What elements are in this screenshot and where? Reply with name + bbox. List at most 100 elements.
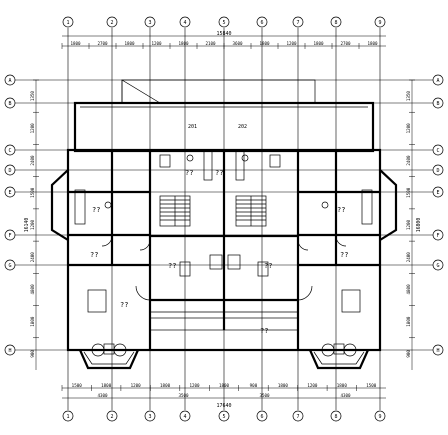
axis-bubble-right [432,97,444,109]
dimension-value-left: 4800 [30,284,35,295]
room-label: ?? [337,206,345,214]
dimension-value-bottom: 1500 [72,383,83,388]
axis-bubble-right [432,344,444,356]
dimension-value-bottom: 1800 [160,383,171,388]
dimension-value-right: 2400 [406,252,411,263]
axis-bubble-right [432,144,444,156]
dimension-value-left: 2400 [30,155,35,166]
axis-label-right: B [436,101,439,107]
axis-bubble-top [256,16,268,28]
axis-bubble-left [4,97,16,109]
dimension-value-bottom-sub: 4300 [97,393,108,398]
bay-window-chairs [91,343,357,357]
axis-label-top: 8 [334,20,337,26]
axis-bubble-right [432,259,444,271]
axis-label-right: E [436,190,439,196]
room-label: ?? [120,301,128,309]
axis-bubble-bottom [144,410,156,422]
axis-label-bottom: 3 [148,414,151,420]
axis-bubble-bottom [374,410,386,422]
bathroom-fixtures [74,149,373,225]
axis-label-left: B [8,101,11,107]
axis-label-right: H [436,348,439,354]
room-label: ?? [340,251,348,259]
dimension-value-right: 1200 [406,219,411,230]
axis-label-bottom: 2 [110,414,113,420]
axis-bubble-right [432,229,444,241]
axis-bubble-top [218,16,230,28]
axis-label-left: D [8,168,11,174]
dimension-overall-left: 16140 [24,218,30,233]
axis-bubble-right [432,74,444,86]
axis-label-bottom: 9 [378,414,381,420]
dimension-value-top: 1800 [70,41,81,46]
dimension-value-left: 1500 [30,187,35,198]
axis-bubble-bottom [218,410,230,422]
exterior-walls [50,79,398,370]
room-label: ?? [168,262,176,270]
axis-bubble-right [432,164,444,176]
dimension-value-left: 1350 [30,91,35,102]
axis-label-left: H [8,348,11,354]
dimension-value-bottom: 1800 [101,383,112,388]
axis-label-bottom: 7 [296,414,299,420]
axis-bubble-bottom [256,410,268,422]
axis-label-top: 3 [148,20,151,26]
dimension-value-bottom: 1500 [366,383,377,388]
room-label: ?? [260,327,268,335]
axis-label-top: 7 [296,20,299,26]
dimension-value-bottom: 1800 [278,383,289,388]
dimension-value-right: 1200 [406,123,411,134]
dimension-value-right: 4800 [406,284,411,295]
axis-bubble-bottom [179,410,191,422]
axis-label-left: A [8,78,11,84]
room-marker: 201 [188,124,197,130]
axis-label-left: E [8,190,11,196]
axis-label-right: A [436,78,439,84]
axis-label-left: F [8,233,11,239]
room-label: ?? [215,169,223,177]
dimension-value-top: 1800 [259,41,270,46]
axis-bubble-bottom [106,410,118,422]
axis-bubble-bottom [62,410,74,422]
dimension-value-top: 1200 [151,41,162,46]
dimension-value-bottom-sub: 3500 [259,393,270,398]
room-label: ?? [264,262,272,270]
axis-label-top: 4 [183,20,186,26]
axis-label-bottom: 1 [66,414,69,420]
dimension-value-bottom: 1200 [131,383,142,388]
axis-bubble-left [4,74,16,86]
axis-label-right: D [436,168,439,174]
dimension-value-left: 900 [30,350,35,358]
axis-label-top: 1 [66,20,69,26]
axis-label-bottom: 8 [334,414,337,420]
dimension-value-left: 1800 [30,316,35,327]
room-label: ?? [185,169,193,177]
axis-label-bottom: 4 [183,414,186,420]
dimension-value-right: 900 [406,350,411,358]
dimension-value-bottom-sub: 3500 [178,393,189,398]
room-marker: 202 [238,124,247,130]
axis-label-top: 2 [110,20,113,26]
dimension-value-bottom-sub: 4300 [340,393,351,398]
dimension-value-bottom: 1800 [337,383,348,388]
dimension-value-left: 2400 [30,252,35,263]
axis-bubble-left [4,229,16,241]
axis-bubble-bottom [330,410,342,422]
dimension-value-bottom: 900 [250,383,258,388]
dimension-value-left: 1200 [30,219,35,230]
dimension-value-left: 1200 [30,123,35,134]
dimension-value-bottom: 1200 [307,383,318,388]
staircase-left [159,195,191,227]
axis-label-bottom: 5 [222,414,225,420]
dimension-value-right: 1500 [406,187,411,198]
axis-bubble-left [4,186,16,198]
axis-bubble-bottom [292,410,304,422]
dimension-value-top: 2700 [97,41,108,46]
bed-furniture [87,254,361,313]
dimension-value-top: 1800 [178,41,189,46]
axis-label-right: G [436,263,439,269]
axis-label-top: 6 [260,20,263,26]
dimension-value-right: 1800 [406,316,411,327]
